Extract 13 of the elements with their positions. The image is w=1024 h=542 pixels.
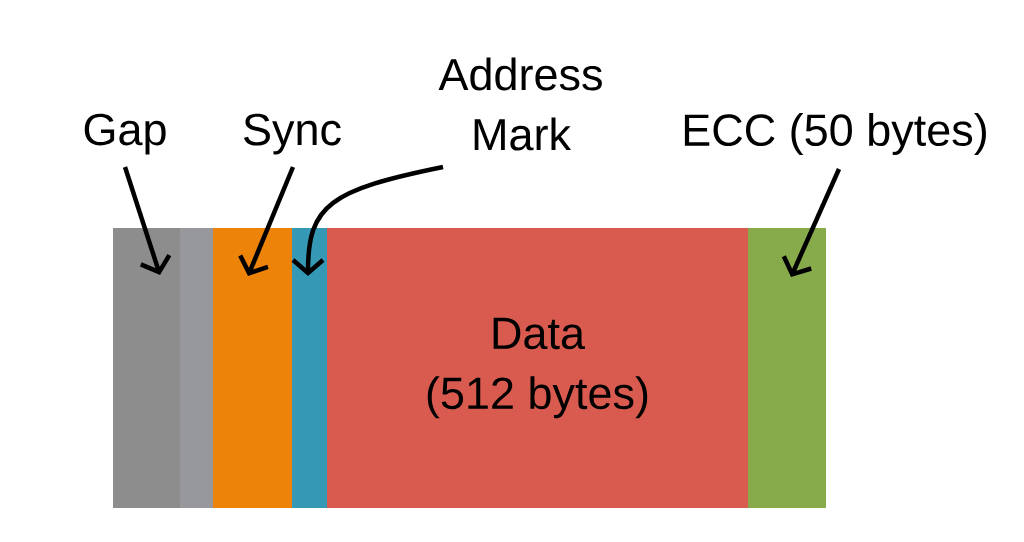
field-label: ECC (50 bytes) [684, 113, 986, 155]
bar-segment [113, 228, 213, 508]
bar-segment: Data (512 bytes) [327, 228, 748, 508]
field-label: Address Mark [438, 57, 602, 151]
bar-segment [213, 228, 292, 508]
arrow [781, 168, 842, 277]
field-label: Sync [244, 113, 341, 155]
bar-segment [292, 228, 327, 508]
arrow [291, 164, 444, 276]
arrow [122, 166, 172, 275]
field-label: Gap [84, 113, 166, 155]
bar-segment [748, 228, 826, 508]
arrow [238, 166, 296, 276]
